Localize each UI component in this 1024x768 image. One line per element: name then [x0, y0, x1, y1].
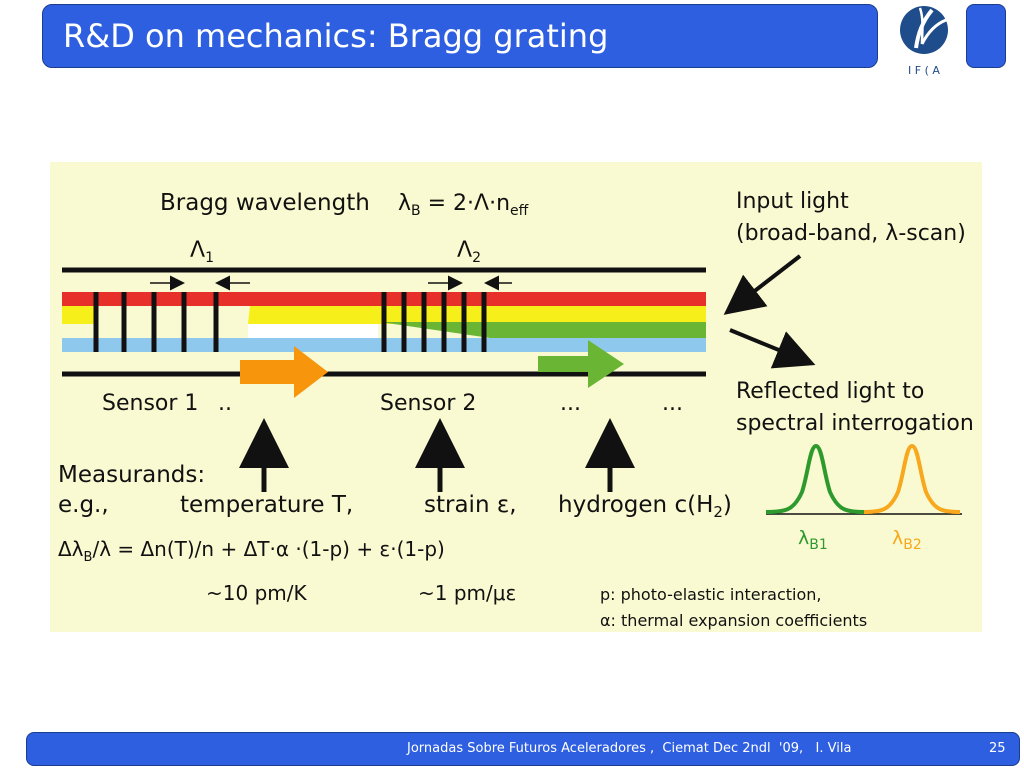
ifca-logo: I F ( A — [892, 4, 956, 78]
dots-a: ... — [560, 391, 581, 416]
side-tab — [966, 4, 1006, 68]
slide-title: R&D on mechanics: Bragg grating — [63, 17, 609, 55]
peak1-label: λB1 — [798, 527, 828, 553]
temp-sensitivity: ~10 pm/K — [206, 581, 307, 605]
diagram-panel — [50, 162, 982, 632]
sensor1-dots: .. — [218, 391, 232, 416]
reflected-label: Reflected light to — [736, 379, 924, 404]
bragg-label: Bragg wavelength — [160, 190, 370, 216]
note-alpha: α: thermal expansion coefficients — [600, 611, 867, 630]
strain-label: strain ε, — [424, 492, 517, 518]
measurands-label: Measurands: — [58, 462, 205, 488]
lambda1-label: Λ1 — [190, 238, 214, 266]
bragg-formula: λB = 2·Λ·neff — [398, 191, 529, 219]
orange-arrow — [240, 346, 328, 398]
reflect-shade-1 — [96, 306, 250, 324]
eg-label: e.g., — [58, 492, 109, 518]
footer-bar: Jornadas Sobre Futuros Aceleradores , Ci… — [26, 732, 1020, 766]
green-arrow — [538, 340, 624, 388]
shift-formula: ΔλB/λ = Δn(T)/n + ΔT·α ·(1-p) + ε·(1-p) — [58, 537, 445, 565]
reflect-white — [248, 324, 378, 338]
page-number: 25 — [989, 741, 1006, 756]
reflected-arrow — [729, 328, 816, 369]
footer-text: Jornadas Sobre Futuros Aceleradores , Ci… — [407, 741, 852, 756]
lambda2-label: Λ2 — [457, 238, 481, 266]
bragg-grating-diagram: Bragg wavelength λB = 2·Λ·neff Λ1 Λ2 — [50, 162, 982, 632]
sensor2-label: Sensor 2 — [380, 391, 476, 416]
peak2-label: λB2 — [892, 527, 922, 553]
input-light-detail: (broad-band, λ-scan) — [736, 221, 966, 246]
sensor1-label: Sensor 1 — [102, 391, 198, 416]
strain-sensitivity: ~1 pm/με — [418, 581, 516, 605]
temperature-label: temperature T, — [180, 492, 353, 518]
title-bar: R&D on mechanics: Bragg grating — [42, 4, 878, 68]
note-p: p: photo-elastic interaction, — [600, 585, 822, 604]
peak-orange — [863, 443, 961, 514]
input-light-label: Input light — [736, 189, 849, 214]
hydrogen-label: hydrogen c(H2) — [558, 492, 732, 521]
input-arrow — [723, 254, 802, 315]
peak-green — [765, 443, 865, 514]
ifca-logo-icon: I F ( A — [900, 6, 948, 77]
dots-b: ... — [662, 391, 683, 416]
reflected-detail: spectral interrogation — [736, 411, 974, 436]
logo-text: I F ( A — [908, 64, 940, 77]
